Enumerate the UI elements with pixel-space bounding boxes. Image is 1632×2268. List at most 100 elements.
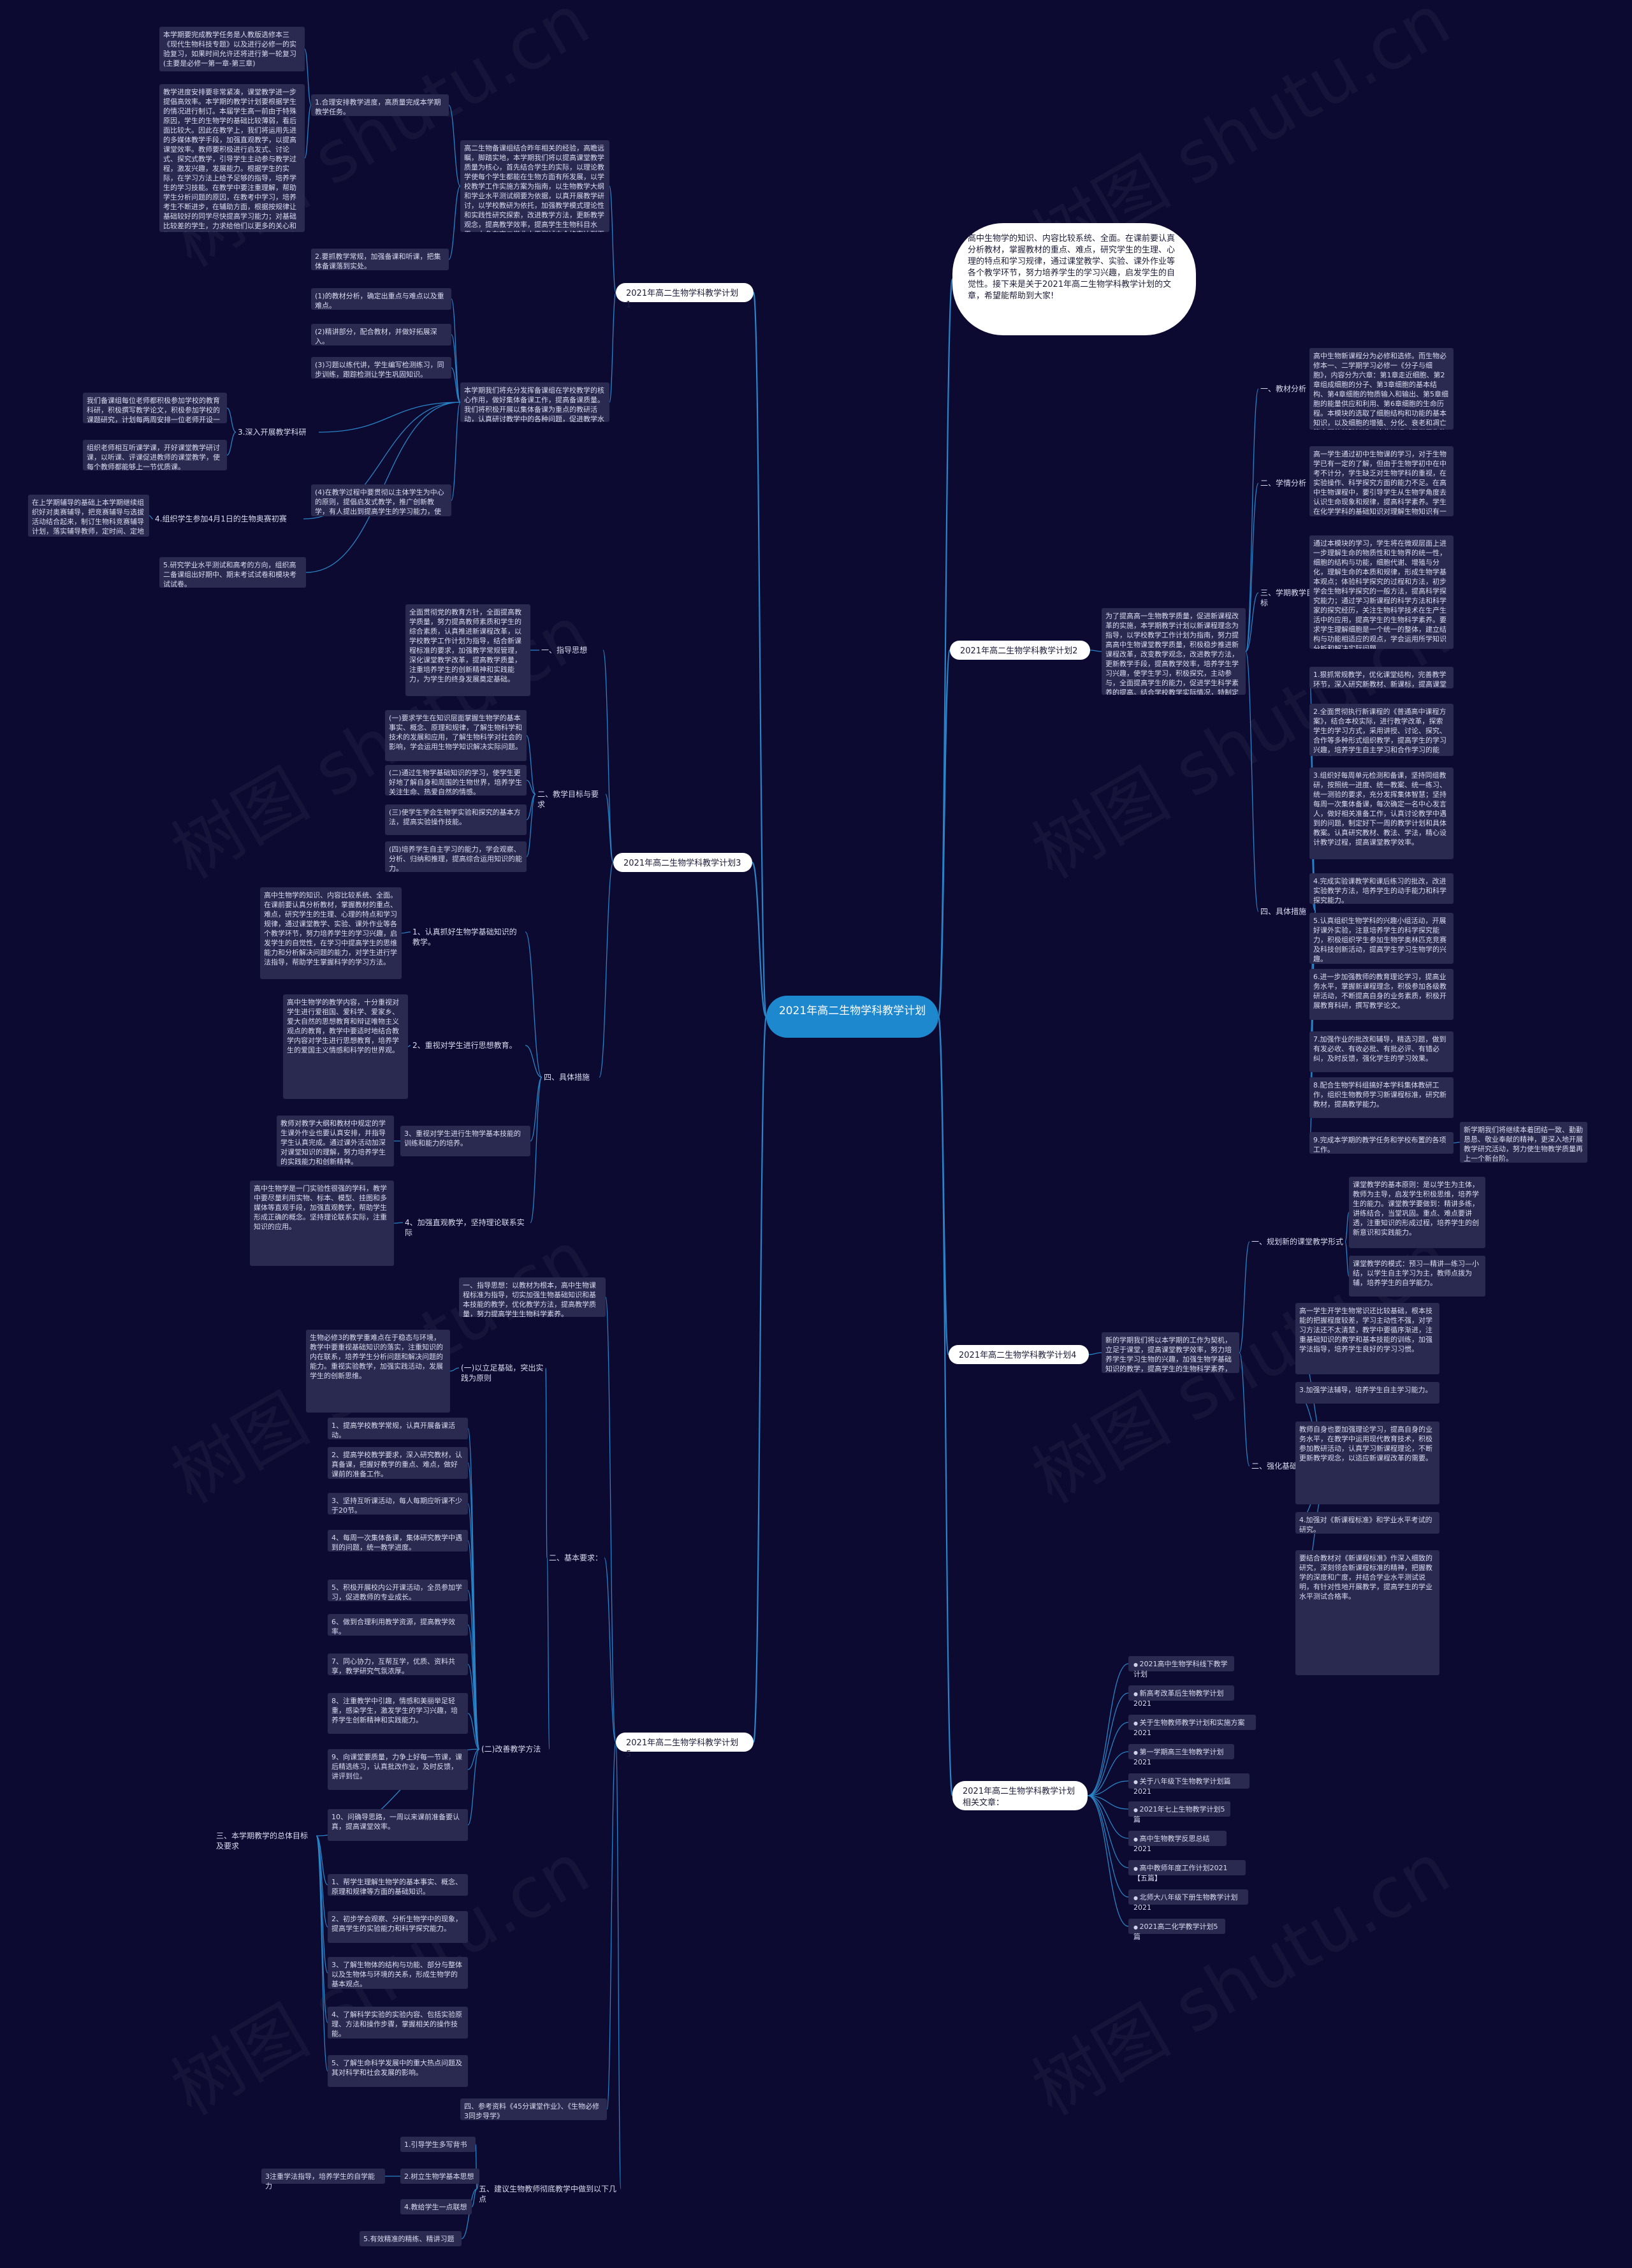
plan1-title[interactable]: 2021年高二生物学科教学计划1 bbox=[616, 283, 754, 310]
related-link-10[interactable]: 2021高二化学教学计划5篇 bbox=[1128, 1919, 1225, 1941]
plan4-section-1[interactable]: 一、规划新的课堂教学形式 bbox=[1251, 1237, 1344, 1246]
plan5-goals[interactable]: 三、本学期教学的总体目标及要求 bbox=[216, 1831, 309, 1850]
edge-plan5-basic-b-to-plan5-point-8 bbox=[467, 1713, 480, 1750]
related-link-7[interactable]: 高中生物教学反思总结2021 bbox=[1128, 1831, 1227, 1853]
plan2-measure-3: 3.组织好每周单元检测和备课，坚持同组教研，按照统一进度、统一教案、统一练习、统… bbox=[1309, 767, 1454, 859]
plan5-title[interactable]: 2021年高二生物学科教学计划5 bbox=[616, 1733, 754, 1759]
plan2-measure-6: 6.进一步加强教师的教育理论学习，提高业务水平，掌握新课程理念，积极参加各级教研… bbox=[1309, 969, 1454, 1020]
related-link-1[interactable]: 2021高中生物学科线下教学计划 bbox=[1128, 1656, 1234, 1678]
plan5-basic-b[interactable]: (二)改善教学方法 bbox=[481, 1745, 541, 1754]
plan4-section-2-b: 3.加强学法辅导，培养学生自主学习能力。 bbox=[1295, 1382, 1439, 1404]
edge-mindmap-root-to-plan1-title bbox=[752, 291, 768, 1018]
plan5-reference: 四、参考资料《45分课堂作业》、《生物必修3同步导学》 bbox=[460, 2098, 607, 2120]
related-link-5[interactable]: 关于八年级下生物教学计划篇2021 bbox=[1128, 1773, 1250, 1796]
edge-plan3-measures-to-plan3-measure-1 bbox=[525, 931, 543, 1078]
edge-plan4-section-1-to-plan4-section-1-b bbox=[1344, 1241, 1350, 1277]
related-link-3[interactable]: 关于生物教师教学计划和实施方案2021 bbox=[1128, 1715, 1256, 1737]
plan2-measure-2: 2.全面贯彻执行新课程的《普通高中课程方案》，结合本校实际，进行教学改革，探索学… bbox=[1309, 704, 1454, 756]
plan2-measure-7: 7.加强作业的批改和辅导，精选习题，做到有发必收、有收必批、有批必评、有错必纠，… bbox=[1309, 1031, 1454, 1072]
plan1-node-a: 本学期要完成教学任务是人教版选修本三《现代生物科技专题》以及进行必修一的实验复习… bbox=[159, 27, 305, 71]
plan3-goal-c: (三)使学生学会生物学实验和探究的基本方法，提高实验操作技能。 bbox=[385, 804, 527, 835]
plan3-measure-4[interactable]: 4、加强直观教学，坚持理论联系实际 bbox=[405, 1218, 525, 1237]
plan2-section-3[interactable]: 三、学期教学目标 bbox=[1260, 588, 1315, 607]
plan5-point-8: 8、注重教学中引趣，情感和美丽举足轻重，感染学生，激发学生的学习兴趣，培养学生创… bbox=[328, 1693, 468, 1734]
edge-plan4-section-1-to-plan4-section-1-a bbox=[1344, 1212, 1350, 1242]
plan1-topic-1[interactable]: 3.深入开展教学科研 bbox=[238, 428, 307, 437]
related-title[interactable]: 2021年高二生物学科教学计划相关文章： bbox=[952, 1781, 1088, 1810]
edge-plan5-goals-to-plan5-goal-1 bbox=[316, 1835, 328, 1886]
edge-plan1-item-1-to-plan1-node-b bbox=[304, 105, 312, 159]
plan2-tail: 新学期我们将继续本着团结一致、勤勤恳恳、敬业奉献的精神，更深入地开展教学研究活动… bbox=[1460, 1122, 1587, 1163]
plan4-section-1-b: 课堂教学的模式：预习—精讲—练习—小结，以学生自主学习为主，教师点拨为辅，培养学… bbox=[1349, 1256, 1485, 1297]
edge-related-title-to-related-link-6 bbox=[1087, 1795, 1129, 1810]
related-link-6[interactable]: 2021年七上生物教学计划5篇 bbox=[1128, 1801, 1230, 1824]
plan3-goal-d: (四)培养学生自主学习的能力，学会观察、分析、归纳和推理，提高综合运用知识的能力… bbox=[385, 841, 527, 872]
plan5-goal-3: 3、了解生物体的结构与功能、部分与整体以及生物体与环境的关系，形成生物学的基本观… bbox=[328, 1957, 468, 1989]
edge-plan2-center-to-plan2-section-1 bbox=[1245, 388, 1259, 652]
plan3-guide[interactable]: 一、指导思想 bbox=[541, 646, 588, 655]
plan5-point-5: 5、积极开展校内公开课活动，全员参加学习，促进教师的专业成长。 bbox=[328, 1580, 468, 1601]
related-link-8[interactable]: 高中教师年度工作计划2021【五篇】 bbox=[1128, 1860, 1246, 1882]
edge-plan5-basic-a-to-plan5-basic-a-text bbox=[449, 1367, 460, 1372]
plan1-node-b: 教学进度安排要非常紧凑，课堂教学进一步提倡高效率。本学期的教学计划要根据学生的情… bbox=[159, 84, 305, 232]
plan3-measure-2[interactable]: 2、重视对学生进行思想教育。 bbox=[412, 1041, 517, 1050]
plan2-section-1[interactable]: 一、教材分析 bbox=[1260, 384, 1307, 393]
plan5-goal-4: 4、了解科学实验的实验内容、包括实验原理、方法和操作步骤，掌握相关的操作技能。 bbox=[328, 2007, 468, 2039]
edge-plan1-center-to-plan1-item-1 bbox=[448, 105, 461, 187]
plan1-topic-3: 5.研究学业水平测试和高考的方向，组织高二备课组出好期中、期末考试试卷和模块考试… bbox=[159, 557, 306, 588]
plan1-topic-2-a: 在上学期辅导的基础上本学期继续组织好对奥赛辅导，把竞赛辅导与选拔活动结合起来，制… bbox=[28, 495, 149, 537]
plan3-goal-a: (一)要求学生在知识层面掌握生物学的基本事实、概念、原理和规律，了解生物科学和技… bbox=[385, 710, 527, 761]
edge-plan5-basic-b-to-plan5-point-9 bbox=[467, 1748, 480, 1770]
edge-related-title-to-related-link-1 bbox=[1087, 1663, 1129, 1796]
edge-plan5-title-to-plan5-reference bbox=[606, 1741, 616, 2110]
plan5-basic-a[interactable]: (一)以立足基础，突出实践为原则 bbox=[461, 1363, 544, 1383]
plan5-point-6: 6、做到合理利用教学资源，提高教学效率。 bbox=[328, 1614, 468, 1636]
mindmap-root[interactable]: 2021年高二生物学科教学计划 bbox=[766, 996, 938, 1038]
edge-plan1-center-2-to-plan1-topic-1 bbox=[318, 402, 461, 433]
edge-plan4-title-to-plan4-center bbox=[1088, 1352, 1102, 1355]
plan5-point-2: 2、提高学校教学要求，深入研究教材，认真备课，把握好教学的重点、难点，做好课前的… bbox=[328, 1447, 468, 1479]
plan2-section-4[interactable]: 四、具体措施 bbox=[1260, 907, 1307, 916]
plan3-guide-text: 全面贯彻党的教育方针，全面提高教学质量，努力提高教师素质和学生的综合素质，认真推… bbox=[405, 604, 530, 696]
edge-plan1-topic-1-to-plan1-topic-1-a bbox=[226, 407, 237, 433]
edge-plan4-center-to-plan4-section-1 bbox=[1239, 1241, 1250, 1353]
edge-related-title-to-related-link-4 bbox=[1087, 1751, 1129, 1796]
plan5-point-4: 4、每周一次集体备课，集体研究教学中遇到的问题，统一教学进度。 bbox=[328, 1530, 468, 1552]
edge-plan3-measures-to-plan3-measure-3 bbox=[530, 1077, 543, 1142]
plan2-section-2-text: 高一学生通过初中生物课的学习，对于生物学已有一定的了解，但由于生物学初中在中考不… bbox=[1309, 446, 1454, 516]
edge-plan1-center-2-to-plan1-step-3 bbox=[451, 367, 461, 403]
plan3-goal[interactable]: 二、教学目标与要求 bbox=[537, 790, 599, 809]
edge-plan2-center-to-plan2-section-3 bbox=[1245, 592, 1259, 652]
plan5-suggest-2-a: 3注重学法指导，培养学生的自学能力 bbox=[261, 2169, 385, 2190]
edge-plan1-topic-1-to-plan1-topic-1-b bbox=[226, 432, 237, 456]
related-link-9[interactable]: 北师大八年级下册生物教学计划2021 bbox=[1128, 1889, 1248, 1912]
plan5-suggest-1: 1.引导学生多写背书 bbox=[400, 2137, 476, 2152]
plan5-basic[interactable]: 二、基本要求： bbox=[549, 1553, 603, 1562]
edge-plan2-center-to-plan2-section-4 bbox=[1245, 651, 1259, 912]
plan1-step-2: (2)精讲部分，配合教材，并做好拓展深入。 bbox=[311, 324, 451, 345]
plan3-measure-1[interactable]: 1、认真抓好生物学基础知识的教学。 bbox=[412, 927, 517, 947]
edge-plan3-goal-to-plan3-goal-b bbox=[526, 780, 536, 795]
related-link-4[interactable]: 第一学期高三生物教学计划2021 bbox=[1128, 1744, 1234, 1766]
plan2-section-2[interactable]: 二、学情分析 bbox=[1260, 479, 1307, 488]
plan1-topic-2[interactable]: 4.组织学生参加4月1日的生物奥赛初赛 bbox=[155, 514, 287, 523]
plan5-goal-2: 2、初步学会观察、分析生物学中的现象，提高学生的实验能力和科学探究能力。 bbox=[328, 1911, 468, 1943]
plan3-title[interactable]: 2021年高二生物学科教学计划3 bbox=[613, 853, 752, 872]
plan2-title[interactable]: 2021年高二生物学科教学计划2 bbox=[950, 641, 1090, 660]
plan1-step-1: (1)的教材分析，确定出重点与难点以及重难点。 bbox=[311, 288, 451, 310]
edge-plan5-suggest-to-plan5-suggest-1 bbox=[475, 2144, 477, 2190]
edge-plan4-center-to-plan4-section-2 bbox=[1239, 1352, 1250, 1467]
plan4-title[interactable]: 2021年高二生物学科教学计划4 bbox=[949, 1345, 1089, 1364]
plan5-goal-5: 5、了解生命科学发展中的重大热点问题及其对科学和社会发展的影响。 bbox=[328, 2055, 468, 2087]
edge-plan3-measures-to-plan3-measure-4 bbox=[530, 1077, 543, 1223]
edge-plan3-title-to-plan3-goal bbox=[605, 794, 614, 863]
edge-mindmap-root-to-plan2-title bbox=[937, 649, 951, 1018]
plan1-item-1: 1.合理安排教学进度，高质量完成本学期教学任务。 bbox=[311, 94, 449, 116]
plan5-suggest[interactable]: 五、建议生物教师彻底教学中做到以下几点 bbox=[479, 2184, 617, 2204]
plan3-measures[interactable]: 四、具体措施 bbox=[544, 1073, 590, 1082]
edge-related-title-to-related-link-2 bbox=[1087, 1692, 1129, 1796]
edge-plan5-basic-b-to-plan5-point-7 bbox=[467, 1664, 480, 1750]
related-link-2[interactable]: 新高考改革后生物教学计划2021 bbox=[1128, 1685, 1234, 1708]
plan1-step-4: (4)在教学过程中要贯彻以主体学生为中心的原则，提倡启发式教学，推广创新教学，有… bbox=[311, 484, 451, 516]
plan2-measure-8: 8.配合生物学科组搞好本学科集体教研工作，组织生物教师学习新课程标准，研究新教材… bbox=[1309, 1077, 1454, 1118]
